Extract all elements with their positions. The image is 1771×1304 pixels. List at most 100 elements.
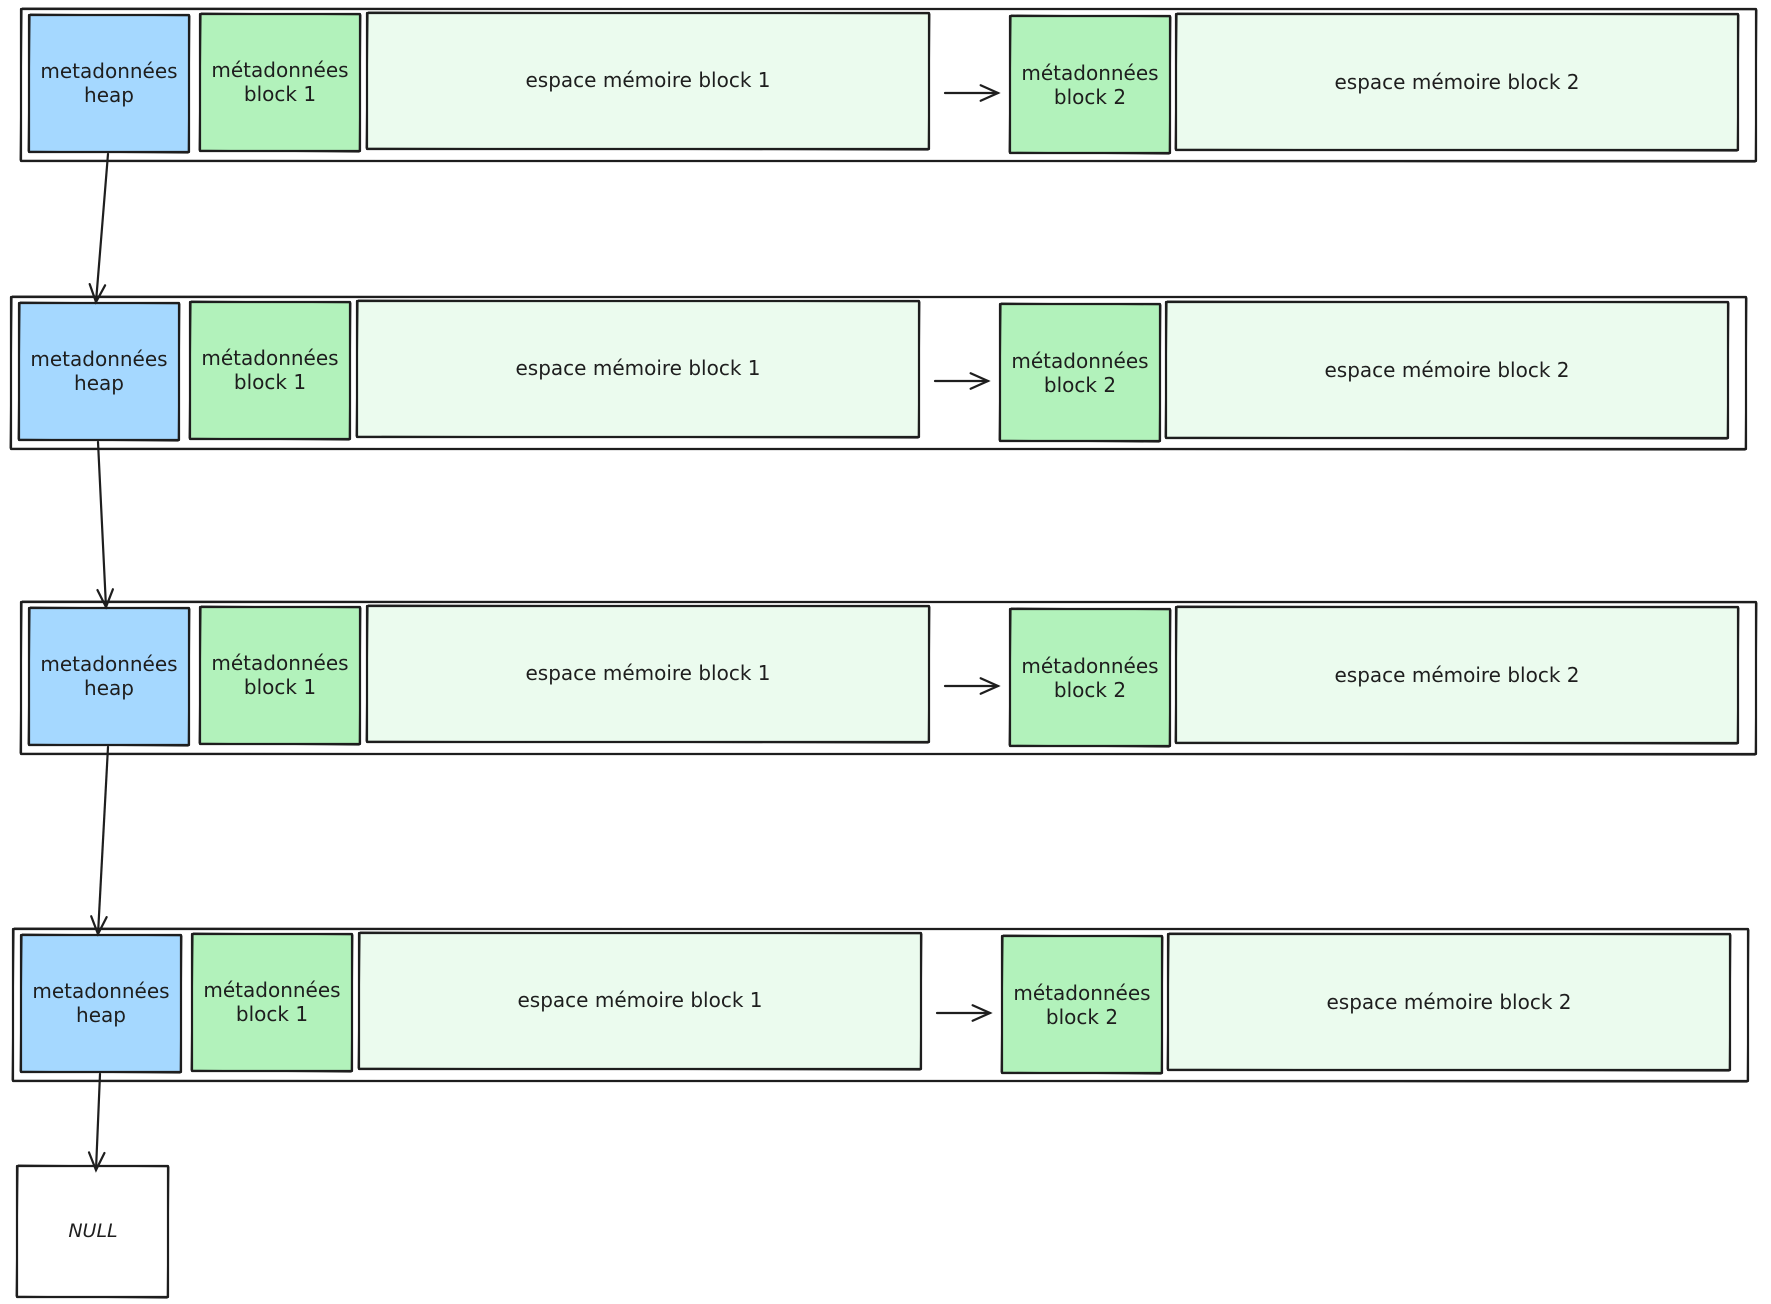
heap-2-block1-metadata-box-sketch-stroke xyxy=(188,300,352,442)
heap-4-block1-space-label-line-1: espace mémoire block 1 xyxy=(518,988,763,1012)
heap-4-block1-space-label: espace mémoire block 1 xyxy=(518,988,763,1012)
heap-1-block1-space-label: espace mémoire block 1 xyxy=(526,68,771,92)
heap-2-block1-space-label-line-1: espace mémoire block 1 xyxy=(516,356,761,380)
heap-1-block2-metadata-label-line-1: métadonnées xyxy=(1021,61,1158,85)
heap-2-block2-space-label-line-1: espace mémoire block 2 xyxy=(1325,358,1570,382)
heap-2-block2-metadata-label-line-2: block 2 xyxy=(1044,373,1116,397)
heap-2-block2-metadata-label-line-1: métadonnées xyxy=(1011,349,1148,373)
heap-1-block2-metadata-label-line-2: block 2 xyxy=(1054,85,1126,109)
heap-3-block2-space-box-sketch-stroke xyxy=(1174,605,1740,746)
heap-3-block1-metadata-label-line-1: métadonnées xyxy=(211,651,348,675)
heap-4-metadata-label-line-2: heap xyxy=(76,1003,126,1027)
heap-1-metadata-label-line-1: metadonnées xyxy=(40,59,177,83)
null-box xyxy=(15,1164,170,1299)
heap-3-block1-metadata-box-sketch-stroke xyxy=(198,605,362,747)
heap-3-block1-space-label-line-1: espace mémoire block 1 xyxy=(526,661,771,685)
heap-2-block1-space-box-sketch-stroke xyxy=(355,299,921,440)
heap-3-block2-space-box xyxy=(1174,605,1740,745)
heap-4-block2-metadata-box-sketch-stroke xyxy=(1000,934,1164,1076)
heap-1-metadata-box xyxy=(27,13,191,154)
heap-2-container-sketch-stroke xyxy=(9,295,1748,452)
heap-1-metadata-label-line-2: heap xyxy=(84,83,134,107)
heap-1-block1-metadata-label-line-1: métadonnées xyxy=(211,58,348,82)
heap-4-block2-space-box xyxy=(1166,932,1732,1072)
heap-1-block2-space-box-sketch-stroke xyxy=(1174,12,1740,153)
heap-4-block1-metadata-box xyxy=(190,932,354,1073)
heap-2-metadata-box xyxy=(17,301,181,442)
heap-4-metadata-box-sketch-stroke xyxy=(19,933,183,1075)
heap-4-block1-metadata-label-line-1: métadonnées xyxy=(203,978,340,1002)
heap-1-container-sketch-stroke xyxy=(19,7,1758,164)
heap-3-block1-space-box xyxy=(365,604,931,744)
heap-2-block-link-arrow xyxy=(933,372,991,390)
heap-1-block1-space-box-sketch-stroke xyxy=(365,11,931,152)
heap-2-metadata-label-line-1: metadonnées xyxy=(30,347,167,371)
heap-2-block2-space-label: espace mémoire block 2 xyxy=(1325,358,1570,382)
heap-2-metadata-label-line-2: heap xyxy=(74,371,124,395)
heap-1-block1-space-label-line-1: espace mémoire block 1 xyxy=(526,68,771,92)
next-pointer-arrow-4 xyxy=(87,1072,106,1173)
heap-3-metadata-label-line-1: metadonnées xyxy=(40,652,177,676)
next-pointer-arrow-3 xyxy=(90,745,110,937)
heap-4-block2-space-label: espace mémoire block 2 xyxy=(1327,990,1572,1014)
null-box-sketch-stroke xyxy=(15,1164,170,1300)
next-pointer-arrow-1 xyxy=(88,152,110,305)
heap-1-block2-space-label-line-1: espace mémoire block 2 xyxy=(1335,70,1580,94)
heap-3-block1-space-box-sketch-stroke xyxy=(365,604,931,745)
heap-4-block2-space-box-sketch-stroke xyxy=(1166,932,1732,1073)
heap-2-metadata-box-sketch-stroke xyxy=(17,301,181,443)
heap-1-block2-metadata-box-sketch-stroke xyxy=(1008,14,1172,156)
heap-2-block1-space-label: espace mémoire block 1 xyxy=(516,356,761,380)
heap-2-block2-metadata-box xyxy=(998,302,1162,443)
heap-4-block2-metadata-label-line-1: métadonnées xyxy=(1013,981,1150,1005)
heap-3-container-sketch-stroke xyxy=(19,600,1758,757)
next-pointer-arrows xyxy=(87,152,114,1173)
heap-4-block1-metadata-box-sketch-stroke xyxy=(190,932,354,1074)
heap-2-block1-metadata-label-line-2: block 1 xyxy=(234,370,306,394)
heap-3-metadata-box-sketch-stroke xyxy=(27,606,191,748)
heap-2-block1-metadata-label-line-1: métadonnées xyxy=(201,346,338,370)
heap-1-block-link-arrow xyxy=(943,84,1001,102)
heap-2-block2-space-box-sketch-stroke xyxy=(1164,300,1730,441)
heap-1-block1-metadata-label-line-2: block 1 xyxy=(244,82,316,106)
heap-1-metadata-box-sketch-stroke xyxy=(27,13,191,155)
heap-3-block-link-arrow xyxy=(943,677,1001,695)
null-label-line-1: NULL xyxy=(68,1220,117,1242)
heap-3-block2-metadata-box-sketch-stroke xyxy=(1008,607,1172,749)
heap-4-block1-metadata-label-line-2: block 1 xyxy=(236,1002,308,1026)
next-pointer-arrow-2 xyxy=(96,440,114,610)
heap-3-block2-space-label: espace mémoire block 2 xyxy=(1335,663,1580,687)
heap-3-block2-metadata-label-line-2: block 2 xyxy=(1054,678,1126,702)
heap-3-block1-space-label: espace mémoire block 1 xyxy=(526,661,771,685)
heap-1-block1-space-box xyxy=(365,11,931,151)
heap-4-container-sketch-stroke xyxy=(11,927,1750,1084)
heap-4-block2-space-label-line-1: espace mémoire block 2 xyxy=(1327,990,1572,1014)
heap-4-block-link-arrow xyxy=(935,1004,993,1022)
heap-3-block2-space-label-line-1: espace mémoire block 2 xyxy=(1335,663,1580,687)
heap-1-block2-space-label: espace mémoire block 2 xyxy=(1335,70,1580,94)
null-node: NULL xyxy=(15,1164,170,1300)
null-label: NULL xyxy=(68,1220,117,1242)
heap-4-block1-space-box-sketch-stroke xyxy=(357,931,923,1072)
heap-3-block1-metadata-box xyxy=(198,605,362,746)
heap-4-block2-metadata-label-line-2: block 2 xyxy=(1046,1005,1118,1029)
heap-3-block1-metadata-label-line-2: block 1 xyxy=(244,675,316,699)
heap-3-block2-metadata-label-line-1: métadonnées xyxy=(1021,654,1158,678)
